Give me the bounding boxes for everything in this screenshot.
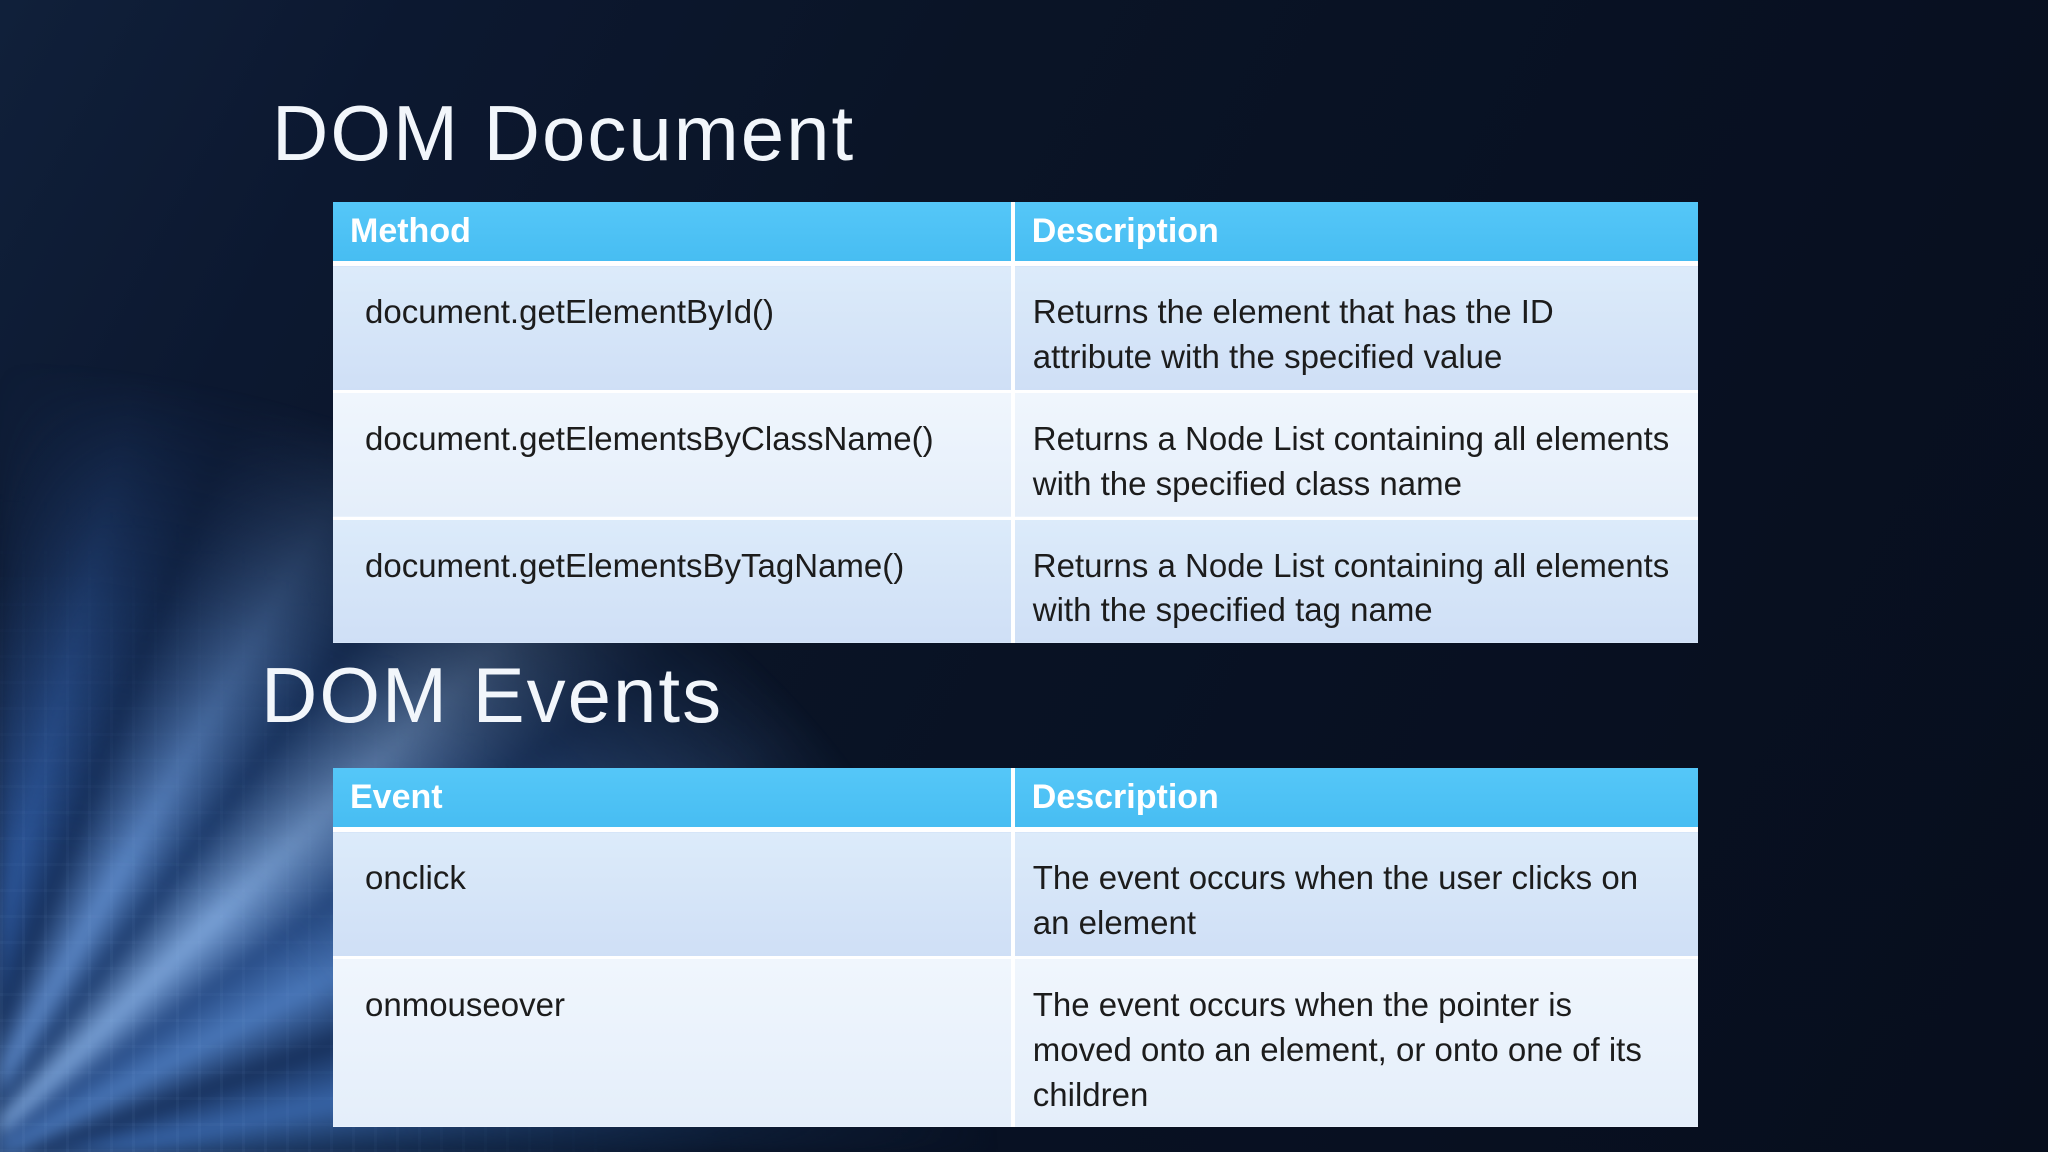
- method-column-header: Method: [333, 202, 1013, 266]
- method-cell: document.getElementsByClassName(): [333, 389, 1013, 518]
- description-column-header: Description: [1010, 202, 1698, 266]
- table-row: onmouseover The event occurs when the po…: [333, 955, 1698, 1128]
- description-cell: Returns a Node List containing all eleme…: [1010, 516, 1698, 644]
- description-cell: Returns the element that has the ID attr…: [1010, 263, 1698, 392]
- event-column-header: Event: [333, 768, 1013, 832]
- description-cell: The event occurs when the pointer is mov…: [1010, 955, 1698, 1128]
- method-cell: document.getElementsByTagName(): [333, 516, 1013, 644]
- dom-document-title: DOM Document: [272, 89, 856, 177]
- event-cell: onmouseover: [333, 955, 1013, 1128]
- table-row: onclick The event occurs when the user c…: [333, 829, 1698, 958]
- table-row: document.getElementsByTagName() Returns …: [333, 516, 1698, 644]
- description-cell: The event occurs when the user clicks on…: [1010, 829, 1698, 958]
- dom-events-table: Event Description onclick The event occu…: [333, 768, 1698, 1128]
- event-cell: onclick: [333, 829, 1013, 958]
- table-row: document.getElementsByClassName() Return…: [333, 389, 1698, 518]
- table-header-row: Event Description: [333, 768, 1698, 832]
- description-cell: Returns a Node List containing all eleme…: [1010, 389, 1698, 518]
- dom-document-table: Method Description document.getElementBy…: [333, 202, 1698, 644]
- method-cell: document.getElementById(): [333, 263, 1013, 392]
- description-column-header: Description: [1010, 768, 1698, 832]
- table-header-row: Method Description: [333, 202, 1698, 266]
- dom-events-title: DOM Events: [261, 651, 724, 739]
- table-row: document.getElementById() Returns the el…: [333, 263, 1698, 392]
